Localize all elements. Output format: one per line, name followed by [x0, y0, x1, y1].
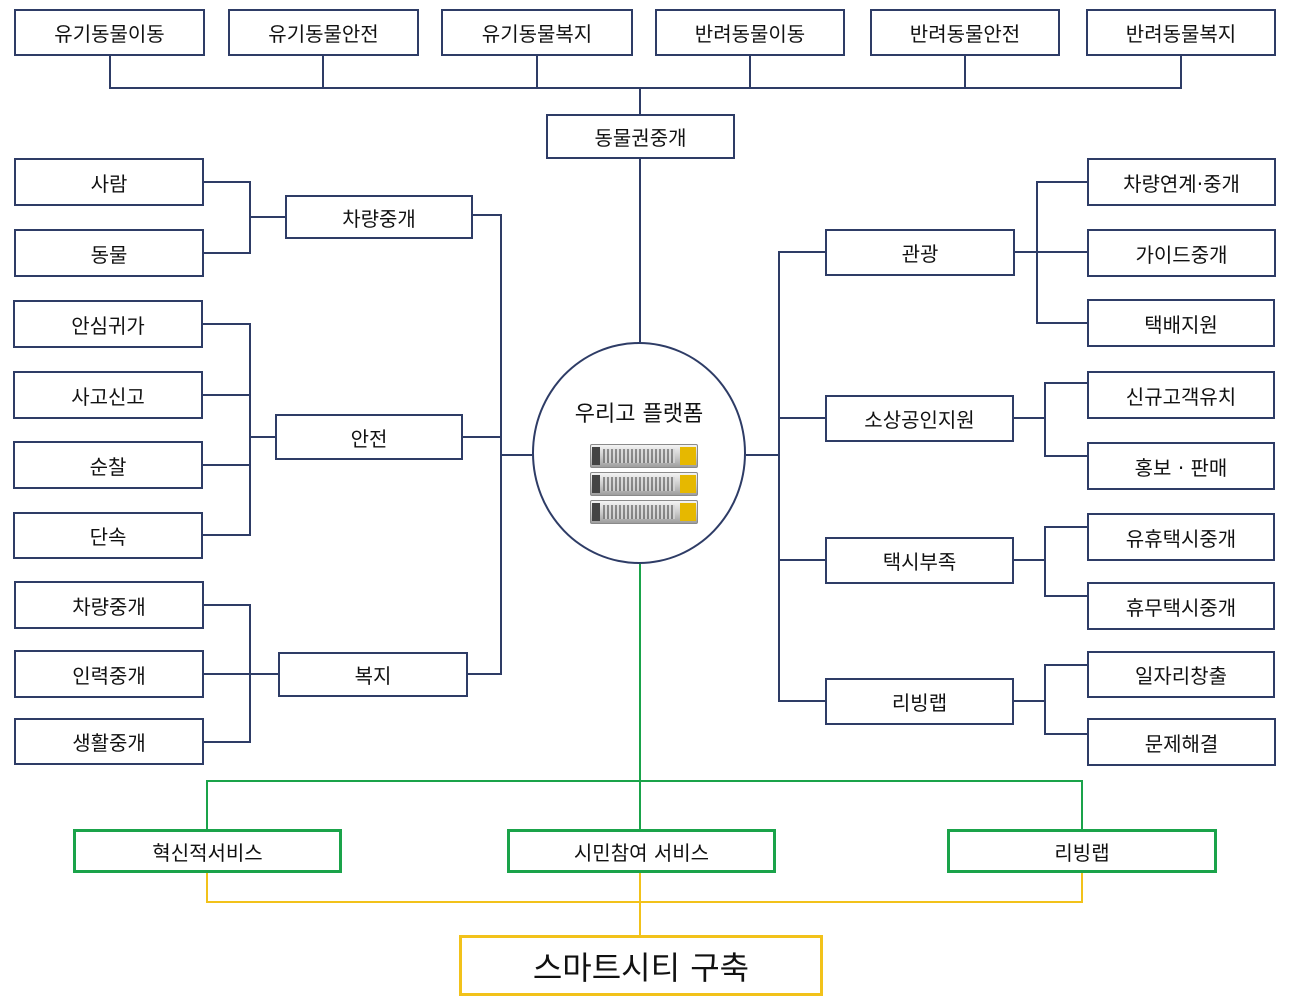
node-animal-rights-brokerage: 동물권중개: [546, 114, 735, 159]
node-safe-return: 안심귀가: [13, 300, 203, 348]
server-rack-icon: [590, 444, 698, 528]
node-living-lab: 리빙랩: [825, 678, 1014, 725]
node-delivery-support: 택배지원: [1087, 299, 1275, 347]
node-animal: 동물: [14, 229, 204, 277]
node-patrol: 순찰: [13, 441, 203, 489]
platform-title: 우리고 플랫폼: [574, 402, 704, 427]
node-taxi-shortage: 택시부족: [825, 537, 1014, 584]
platform-circle: 우리고 플랫폼: [532, 342, 746, 564]
node-citizen-service: 시민참여 서비스: [507, 829, 776, 873]
node-vehicle-brokerage: 차량중개: [285, 195, 473, 239]
node-abandoned-safety: 유기동물안전: [228, 9, 419, 56]
node-offduty-taxi: 휴무택시중개: [1087, 582, 1275, 630]
node-vehicle-link: 차량연계·중개: [1087, 158, 1276, 206]
node-guide-brokerage: 가이드중개: [1087, 229, 1276, 277]
node-living-brokerage: 생활중개: [14, 718, 204, 765]
node-abandoned-welfare: 유기동물복지: [441, 9, 633, 56]
node-accident-report: 사고신고: [13, 371, 203, 419]
node-pet-welfare: 반려동물복지: [1086, 9, 1276, 56]
node-innovative-service: 혁신적서비스: [73, 829, 342, 873]
node-safety: 안전: [275, 414, 463, 460]
node-pet-safety: 반려동물안전: [870, 9, 1060, 56]
node-pet-transport: 반려동물이동: [655, 9, 845, 56]
node-welfare: 복지: [278, 652, 468, 697]
node-vehicle-brokerage-2: 차량중개: [14, 581, 204, 629]
node-tourism: 관광: [825, 229, 1015, 276]
node-labor-brokerage: 인력중개: [14, 650, 204, 698]
node-problem-solving: 문제해결: [1087, 718, 1276, 766]
node-enforcement: 단속: [13, 512, 203, 559]
node-person: 사람: [14, 158, 204, 206]
node-abandoned-transport: 유기동물이동: [14, 9, 205, 56]
node-smart-city: 스마트시티 구축: [459, 935, 823, 996]
node-idle-taxi: 유휴택시중개: [1087, 513, 1275, 561]
node-promotion-sales: 홍보 · 판매: [1087, 442, 1275, 490]
node-job-creation: 일자리창출: [1087, 651, 1275, 698]
node-living-lab-service: 리빙랩: [947, 829, 1217, 873]
node-new-customers: 신규고객유치: [1087, 371, 1275, 419]
node-merchant-support: 소상공인지원: [825, 395, 1014, 442]
